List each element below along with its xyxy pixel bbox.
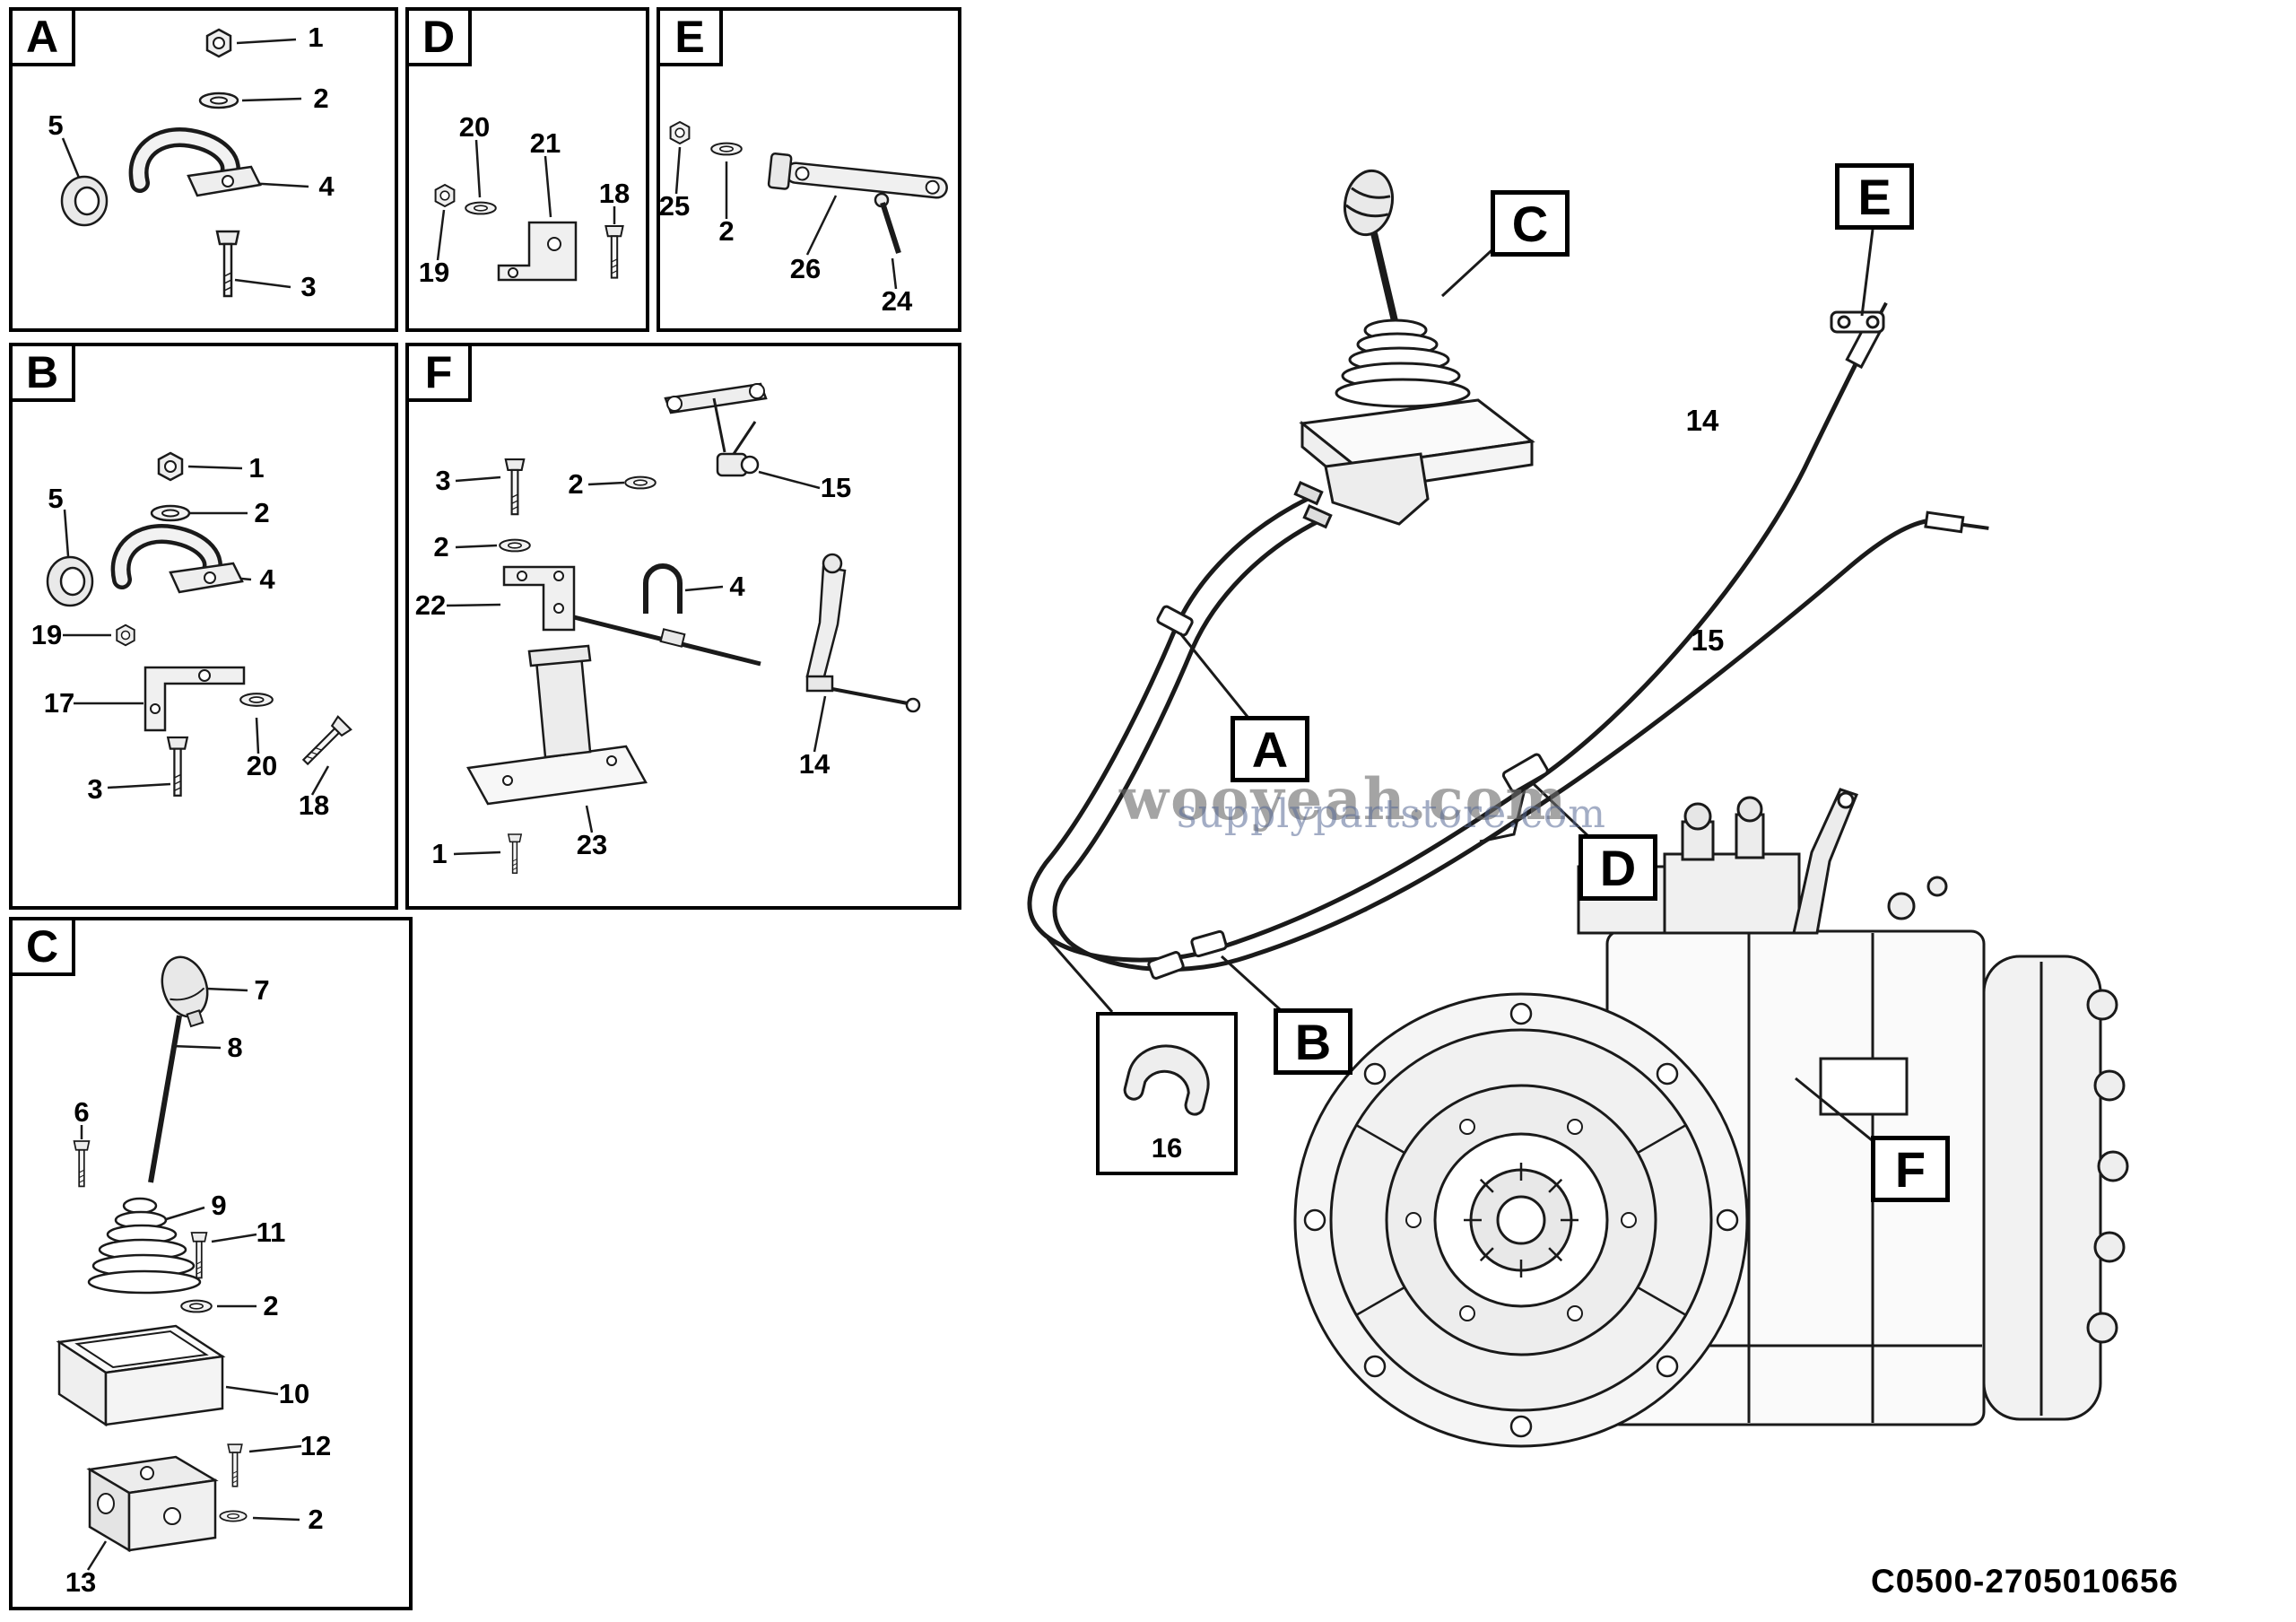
callout-number: 5 [48,483,64,514]
panel-letter: E [660,11,723,66]
callout-number: 25 [658,190,691,222]
panel-letter: D [409,11,472,66]
callout-number: 2 [254,497,270,528]
panel-c-art [56,955,302,1571]
callout-number: 3 [300,271,317,302]
assembly-label-a: A [1231,716,1309,782]
transmission-gearbox [1293,788,2129,1448]
panel-letter: A [13,11,75,66]
callout-number: 4 [318,170,335,202]
inset-panel-e: E 25 2 26 24 [657,7,961,332]
callout-number: 7 [254,974,270,1006]
inset-panel-b: B 1 2 5 4 19 17 20 3 18 [9,343,398,910]
panel-e-art [669,120,948,290]
callout-number: 24 [881,285,913,317]
cable-clamps [1147,605,1549,980]
callout-number: 20 [246,750,278,781]
callout-number: 3 [435,465,451,496]
panel-letter: C [13,920,75,976]
panel-b-art [46,451,352,797]
callout-number: 26 [789,253,822,284]
panel-d-art [434,139,624,282]
callout-number: 2 [313,83,329,114]
panel-letter: F [409,346,472,402]
assembly-label-b: B [1274,1008,1352,1075]
inset-panel-c: C 7 8 6 9 11 2 10 12 2 13 [9,917,413,1610]
cable-callout-15: 15 [1691,624,1725,657]
callout-number: 11 [256,1216,286,1248]
panel-letter: B [13,346,75,402]
callout-number: 19 [418,257,450,288]
callout-number: 2 [568,468,584,500]
callout-number: 3 [87,773,103,805]
callout-number: 4 [259,563,275,595]
callout-number: 18 [598,178,631,209]
gear-shifter [1293,169,1535,529]
callout-number: 14 [798,748,831,780]
clamp-part-art [1123,1044,1210,1116]
callout-number: 5 [48,109,64,141]
cable-callout-14: 14 [1685,404,1719,437]
callout-number: 4 [729,571,745,602]
callout-number: 20 [458,111,491,143]
callout-number: 15 [820,472,852,503]
assembly-label-c: C [1491,190,1570,257]
cable-end-fittings [1830,301,1989,534]
callout-number: 13 [65,1566,97,1598]
clamp-detail-box: 16 [1096,1012,1238,1175]
inset-panel-a: A 1 2 4 5 3 [9,7,398,332]
callout-number: 23 [576,829,608,860]
callout-number: 16 [1151,1132,1183,1164]
callout-number: 19 [30,619,63,650]
callout-number: 8 [227,1032,243,1063]
assembly-label-f: F [1871,1136,1950,1202]
callout-number: 10 [278,1378,310,1409]
callout-number: 1 [248,452,265,484]
inset-panel-d: D 20 21 19 18 [405,7,649,332]
panel-a-art [60,28,309,298]
callout-number: 18 [298,789,330,821]
callout-number: 2 [308,1504,324,1535]
assembly-label-e: E [1835,163,1914,230]
callout-number: 6 [74,1096,90,1128]
callout-number: 12 [300,1430,332,1461]
callout-number: 22 [414,589,447,621]
drawing-part-code: C0500-2705010656 [1871,1563,2179,1600]
panel-f-art [446,382,921,874]
callout-number: 1 [431,838,448,869]
callout-number: 2 [433,531,449,562]
callout-number: 1 [308,22,324,53]
inset-panel-f: F 3 2 15 2 22 4 14 23 1 [405,343,961,910]
callout-number: 2 [718,215,735,247]
assembly-label-d: D [1578,834,1657,901]
callout-number: 21 [529,127,561,159]
callout-number: 9 [211,1190,227,1221]
callout-number: 17 [43,687,75,719]
callout-number: 2 [263,1290,279,1321]
